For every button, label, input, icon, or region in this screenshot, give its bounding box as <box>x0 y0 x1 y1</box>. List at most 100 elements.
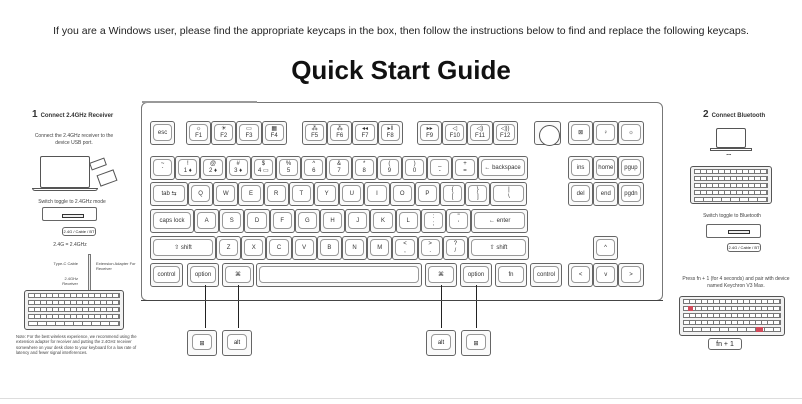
key-c: C <box>266 236 292 260</box>
key-legend: F12 <box>500 133 511 139</box>
key-legend: F5 <box>311 133 319 139</box>
key-space <box>256 263 422 287</box>
key-top-legend: ◂◂ <box>361 126 368 133</box>
alt-label: alt <box>437 340 445 346</box>
laptop-illustration-bt <box>716 128 746 148</box>
replacement-key-windows-left: ⊞ <box>187 330 217 356</box>
key-legend: home <box>598 164 614 171</box>
key-i: I <box>364 182 390 206</box>
key-b: B <box>316 236 342 260</box>
key--: < <box>568 263 594 287</box>
key-control: control <box>150 263 183 287</box>
key-5: %5 <box>276 156 302 180</box>
adapter-label: Extension Adapter For Receiver <box>96 261 136 272</box>
key-e: E <box>238 182 264 206</box>
windows-user-note: If you are a Windows user, please find t… <box>53 25 749 37</box>
key-end: end <box>593 182 619 206</box>
toggle-switch-icon <box>62 214 84 218</box>
key--: _- <box>427 156 453 180</box>
key-legend: ` <box>161 168 164 174</box>
key--: :; <box>420 209 446 233</box>
key-f1: ☼F1 <box>186 121 212 145</box>
key-top-legend: _ <box>438 161 442 168</box>
key-0: )0 <box>402 156 428 180</box>
key-legend: Y <box>324 190 329 197</box>
key-fn: fn <box>495 263 527 287</box>
key-r: R <box>263 182 289 206</box>
key-legend: caps lock <box>159 217 185 224</box>
toggle-24g-text: Switch toggle to 2.4GHz mode <box>38 199 106 205</box>
key-f5: ⁂F5 <box>302 121 328 145</box>
key-f8: ▸‖F8 <box>377 121 403 145</box>
key-top-legend: # <box>236 161 240 168</box>
windows-icon: ⊞ <box>199 340 205 347</box>
page-title: Quick Start Guide <box>291 55 511 85</box>
key-f2: ☀F2 <box>211 121 237 145</box>
key-3-: #3 ♦ <box>225 156 251 180</box>
toggle-label-24g: 2.4G / Cable / BT <box>62 227 96 236</box>
key-top-legend: $ <box>261 161 266 168</box>
key-legend: del <box>576 190 585 197</box>
key-legend: G <box>305 217 310 224</box>
key-top-legend: < <box>403 241 407 248</box>
key-top-legend: | <box>508 187 510 194</box>
key--shift: ⇧ shift <box>150 236 216 260</box>
key-top-legend: ☼ <box>195 126 202 133</box>
key-legend: control <box>536 271 555 278</box>
key-f3: ▭F3 <box>236 121 262 145</box>
key-top-legend: ? <box>453 241 458 248</box>
keyboard-edge-illustration-bt <box>706 224 761 238</box>
key-legend: X <box>251 244 256 251</box>
usb-port-icon <box>96 169 118 187</box>
step-1-number: 1 <box>32 109 38 120</box>
key-legend: Z <box>226 244 231 251</box>
replacement-key-alt-left: alt <box>222 330 252 356</box>
key-g: G <box>294 209 320 233</box>
key-4-: $4 ▭ <box>250 156 276 180</box>
key-legend: F9 <box>426 133 434 139</box>
key-legend: ⇧ shift <box>489 244 508 251</box>
key-top-legend: ◁)) <box>500 126 510 133</box>
key--: "' <box>446 209 472 233</box>
key-del: del <box>568 182 594 206</box>
key-pgup: pgup <box>618 156 644 180</box>
key-legend: tab ⇆ <box>161 190 177 197</box>
key-snip: ⊠ <box>568 121 594 145</box>
step-2-title: Connect Bluetooth <box>711 113 766 119</box>
key-d: D <box>244 209 270 233</box>
key-w: W <box>213 182 239 206</box>
key-legend: 3 ♦ <box>234 168 243 174</box>
keyboard-bottom-edge <box>141 300 663 301</box>
key-f7: ◂◂F7 <box>352 121 378 145</box>
key-legend: esc <box>157 129 168 136</box>
key-mic: ♀ <box>593 121 619 145</box>
key-f10: ◁F10 <box>442 121 468 145</box>
key-legend: F4 <box>270 133 278 139</box>
key-legend: L <box>406 217 410 224</box>
key-f9: ▸▸F9 <box>417 121 443 145</box>
key-top-legend: ⁂ <box>311 126 318 133</box>
key-legend: pgdn <box>624 190 638 197</box>
key-y: Y <box>314 182 340 206</box>
key-legend: = <box>463 168 467 174</box>
key-6: ^6 <box>301 156 327 180</box>
key-2-: @2 ♦ <box>200 156 226 180</box>
key-f: F <box>269 209 295 233</box>
key-h: H <box>320 209 346 233</box>
key-legend: fn <box>508 271 514 278</box>
key-legend: U <box>349 190 354 197</box>
key-legend: F8 <box>386 133 394 139</box>
step-1-title: Connect 2.4GHz Receiver <box>40 113 114 119</box>
key-legend: 8 <box>362 168 366 174</box>
key-m: M <box>367 236 393 260</box>
key-legend: F2 <box>220 133 228 139</box>
key-legend: option <box>467 271 485 278</box>
key--shift: ⇧ shift <box>468 236 529 260</box>
key-top-legend: ⁂ <box>336 126 343 133</box>
key-s: S <box>219 209 245 233</box>
key--: >. <box>417 236 443 260</box>
key-legend: option <box>194 271 212 278</box>
key-knob <box>534 121 561 146</box>
key-top-legend: ^ <box>312 161 316 168</box>
key-legend: 7 <box>337 168 341 174</box>
